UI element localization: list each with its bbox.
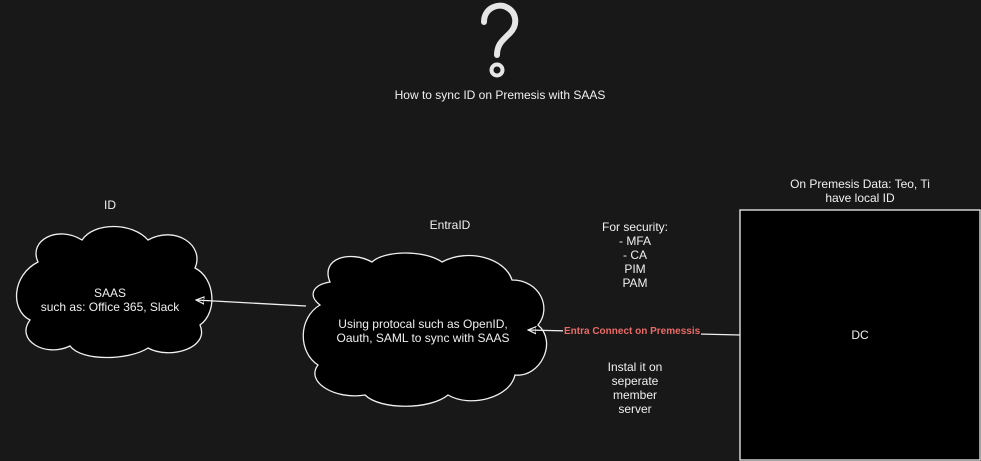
diagram-title: How to sync ID on Premesis with SAAS bbox=[394, 88, 606, 102]
security-note: For security: - MFA - CA PIM PAM bbox=[601, 220, 668, 290]
dc-label: DC bbox=[851, 328, 869, 342]
saas-cloud[interactable] bbox=[16, 225, 213, 359]
edge-entra-to-saas bbox=[196, 300, 307, 307]
saas-label: SAAS such as: Office 365, Slack bbox=[40, 286, 180, 314]
entraid-label: Using protocal such as OpenID, Oauth, SA… bbox=[336, 317, 510, 345]
saas-caption: ID bbox=[104, 198, 116, 212]
dc-box[interactable] bbox=[739, 209, 981, 461]
install-note: Instal it on seperate member server bbox=[607, 360, 663, 416]
question-mark-icon bbox=[481, 2, 519, 78]
entraid-caption: EntraID bbox=[429, 218, 471, 232]
entraid-cloud[interactable] bbox=[302, 252, 548, 407]
dc-caption: On Premesis Data: Teo, Ti have local ID bbox=[790, 177, 930, 205]
edge-label-entra-connect: Entra Connect on Premessis bbox=[563, 326, 702, 338]
